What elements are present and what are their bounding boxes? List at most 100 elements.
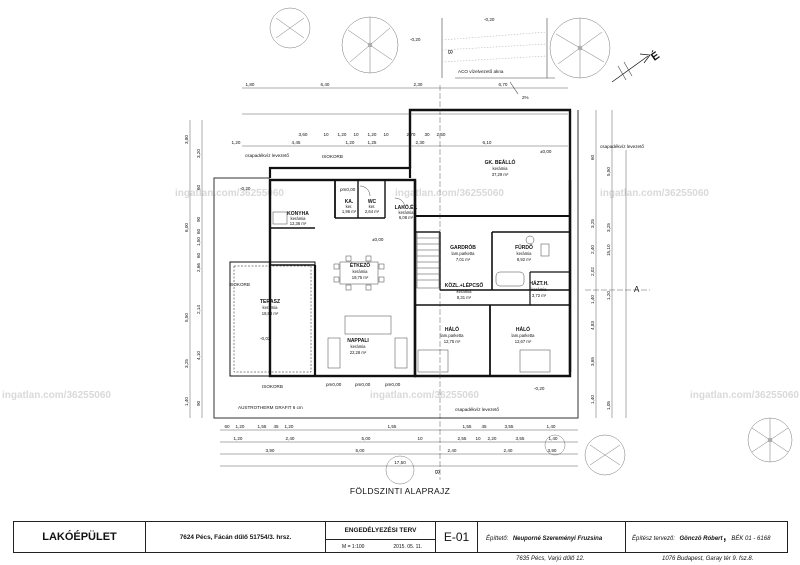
room-haztech: HÁZT.H. kerámia 3,72 m² — [529, 280, 549, 298]
svg-text:3,80: 3,80 — [184, 135, 189, 144]
isokorb-label: ISOKORB — [229, 282, 250, 287]
svg-text:1,55: 1,55 — [463, 424, 472, 429]
floor-plan-drawing: ingatlan.com/36255060 ingatlan.com/36255… — [2, 7, 799, 485]
title-block-drawing-no: E-01 — [436, 522, 478, 552]
svg-text:5,50: 5,50 — [606, 167, 611, 176]
level-mark: -0,20 — [240, 186, 251, 191]
parapet-mark: pm0,00 — [355, 382, 371, 387]
svg-text:1,40: 1,40 — [549, 436, 558, 441]
svg-text:10: 10 — [475, 436, 481, 441]
svg-text:10: 10 — [383, 132, 389, 137]
svg-text:kerámia: kerámia — [263, 305, 279, 310]
svg-text:60: 60 — [196, 252, 201, 258]
svg-text:10: 10 — [323, 132, 329, 137]
svg-text:17,50: 17,50 — [394, 460, 406, 465]
svg-text:60: 60 — [196, 184, 201, 190]
svg-text:10: 10 — [417, 436, 423, 441]
svg-text:1,96 m²: 1,96 m² — [342, 209, 357, 214]
room-gkbeallo: GK. BEÁLLÓ kerámia 37,29 m² — [485, 158, 516, 177]
svg-text:3,65: 3,65 — [590, 357, 595, 366]
dimension-texts-vertical: 3,80 6,00 5,50 3,25 1,40 3,20 60 90 60 1… — [184, 135, 611, 410]
svg-text:2,50: 2,50 — [437, 132, 446, 137]
svg-text:2,30: 2,30 — [414, 82, 423, 87]
terrace-outline — [229, 261, 316, 377]
svg-text:3,72 m²: 3,72 m² — [532, 293, 547, 298]
level-mark: ±0,00 — [540, 149, 552, 154]
svg-text:kerámia: kerámia — [399, 210, 415, 215]
svg-text:2,70: 2,70 — [407, 132, 416, 137]
plan-date: 2015. 05. 11. — [393, 543, 423, 550]
svg-text:5,50: 5,50 — [184, 313, 189, 322]
svg-text:4,83: 4,83 — [590, 321, 595, 330]
room-labels: KONYHA kerámia 12,36 m² KA. ker. 1,96 m²… — [260, 158, 549, 355]
svg-text:1,20: 1,20 — [285, 424, 294, 429]
client-label: Építtető: — [486, 536, 509, 542]
svg-text:1,20: 1,20 — [232, 140, 241, 145]
svg-text:3,25: 3,25 — [184, 359, 189, 368]
svg-text:2,40: 2,40 — [590, 245, 595, 254]
room-furdo: FÜRDŐ kerámia 8,92 m² — [515, 244, 533, 262]
svg-text:FÜRDŐ: FÜRDŐ — [515, 244, 533, 251]
room-kozl: KÖZL.+LÉPCSŐ kerámia 8,31 m² — [445, 281, 484, 300]
parapet-mark: pm0,00 — [385, 382, 401, 387]
isokorb-label: ISOKORB — [262, 384, 283, 389]
svg-text:30: 30 — [424, 132, 430, 137]
designer-name: Gönczö Róbert — [679, 536, 723, 542]
svg-text:90: 90 — [196, 400, 201, 406]
svg-text:3,55: 3,55 — [505, 424, 514, 429]
drawing-number: E-01 — [443, 530, 470, 544]
room-kamra: KA. ker. 1,96 m² — [342, 199, 357, 214]
room-halo-2: HÁLÓ lam.parketta 12,67 m² — [511, 325, 535, 344]
watermark: ingatlan.com/36255060 — [2, 390, 111, 401]
downpipe-label: csapadékvíz levezető — [455, 407, 499, 412]
isokorb-label: ISOKORB — [322, 154, 343, 159]
svg-text:10: 10 — [353, 132, 359, 137]
svg-text:6,00: 6,00 — [184, 223, 189, 232]
svg-text:7,01 m²: 7,01 m² — [456, 257, 471, 262]
svg-text:5,00: 5,00 — [356, 448, 365, 453]
parapet-mark: pm0,00 — [340, 187, 356, 192]
watermark: ingatlan.com/36255060 — [370, 390, 479, 401]
slope-label: 2% — [522, 95, 529, 100]
svg-text:LAKÓ.ÉT.: LAKÓ.ÉT. — [395, 203, 418, 211]
svg-text:15,10: 15,10 — [606, 244, 611, 256]
svg-text:3,25: 3,25 — [606, 223, 611, 232]
svg-text:kerámia: kerámia — [351, 344, 367, 349]
svg-text:kerámia: kerámia — [517, 251, 533, 256]
svg-text:3,55: 3,55 — [516, 436, 525, 441]
title-block-building: LAKÓÉPÜLET — [14, 522, 146, 552]
room-wc: WC ker. 2,64 m² — [365, 199, 380, 214]
svg-text:2,14: 2,14 — [196, 305, 201, 314]
svg-text:1,55: 1,55 — [258, 424, 267, 429]
room-halo-1: HÁLÓ lam.parketta 12,75 m² — [440, 325, 464, 344]
client-name: Neuporné Szereményi Fruzsina — [512, 536, 603, 542]
plan-title: FÖLDSZINTI ALAPRAJZ — [349, 486, 451, 496]
scale: M = 1:100 — [342, 543, 365, 550]
svg-text:GK. BEÁLLÓ: GK. BEÁLLÓ — [485, 158, 516, 166]
svg-text:6,08 m²: 6,08 m² — [399, 215, 414, 220]
svg-text:1,05: 1,05 — [606, 401, 611, 410]
title-block-designer: Építész tervező: Gönczö Róbert, BÉK 01 -… — [632, 527, 771, 562]
svg-text:37,29 m²: 37,29 m² — [492, 172, 509, 177]
svg-text:1,80: 1,80 — [246, 82, 255, 87]
designer-address: 1076 Budapest, Garay tér 9. fsz.8. — [662, 556, 754, 562]
title-block-address: 7624 Pécs, Fácán dűlő 51754/3. hrsz. — [146, 522, 326, 552]
level-mark: -0,20 — [534, 386, 545, 391]
building-name: LAKÓÉPÜLET — [42, 531, 117, 543]
svg-text:KÖZL.+LÉPCSŐ: KÖZL.+LÉPCSŐ — [445, 281, 484, 289]
svg-text:1,50: 1,50 — [196, 237, 201, 246]
svg-text:1,20: 1,20 — [368, 132, 377, 137]
svg-text:TERASZ: TERASZ — [260, 299, 280, 305]
svg-text:2,02: 2,02 — [590, 267, 595, 276]
section-mark-b: B — [446, 50, 452, 54]
svg-text:1,40: 1,40 — [590, 395, 595, 404]
svg-text:4,45: 4,45 — [292, 140, 301, 145]
client-address: 7635 Pécs, Varjú dűlő 12. — [516, 556, 585, 562]
svg-text:HÁZT.H.: HÁZT.H. — [529, 280, 549, 287]
level-mark: -0,20 — [410, 37, 421, 42]
svg-text:6,10: 6,10 — [483, 140, 492, 145]
site-address: 7624 Pécs, Fácán dűlő 51754/3. hrsz. — [179, 533, 292, 541]
svg-text:GARDRÓB: GARDRÓB — [450, 243, 476, 251]
svg-text:12,67 m²: 12,67 m² — [515, 339, 532, 344]
room-lakoter: LAKÓ.ÉT. kerámia 6,08 m² — [395, 203, 418, 220]
